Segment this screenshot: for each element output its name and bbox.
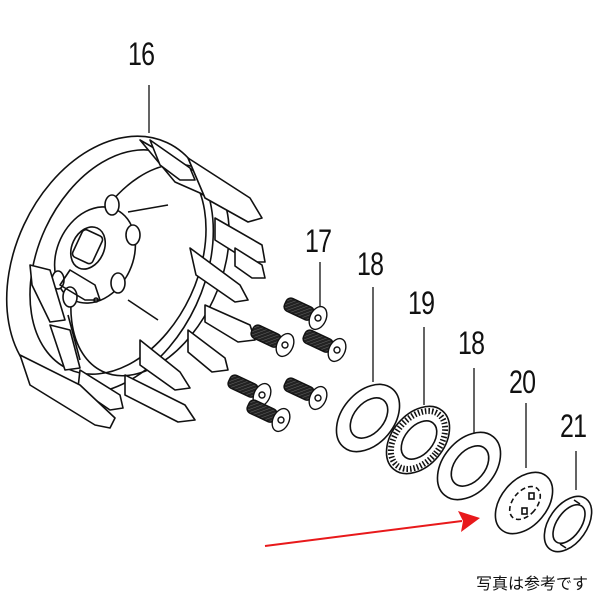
- leader-lines: [148, 85, 577, 490]
- screws-part-17: [227, 297, 347, 433]
- reference-photo-caption: 写真は参考です: [475, 574, 588, 593]
- part-label-17: 17: [305, 223, 332, 259]
- part-label-18-b: 18: [458, 325, 485, 361]
- part-label-18-a: 18: [357, 246, 384, 282]
- lock-washer-part-20: [494, 471, 554, 535]
- part-label-20: 20: [509, 364, 536, 400]
- washer-part-18-b: [436, 431, 502, 501]
- part-label-16: 16: [128, 36, 155, 72]
- part-label-21: 21: [560, 408, 587, 444]
- red-arrow-icon: [264, 511, 480, 547]
- clutch-basket-part-16: [5, 135, 266, 429]
- washer-part-18-a: [335, 383, 401, 453]
- needle-bearing-part-19: [385, 405, 451, 475]
- part-label-19: 19: [408, 285, 435, 321]
- circlip-part-21: [543, 495, 593, 553]
